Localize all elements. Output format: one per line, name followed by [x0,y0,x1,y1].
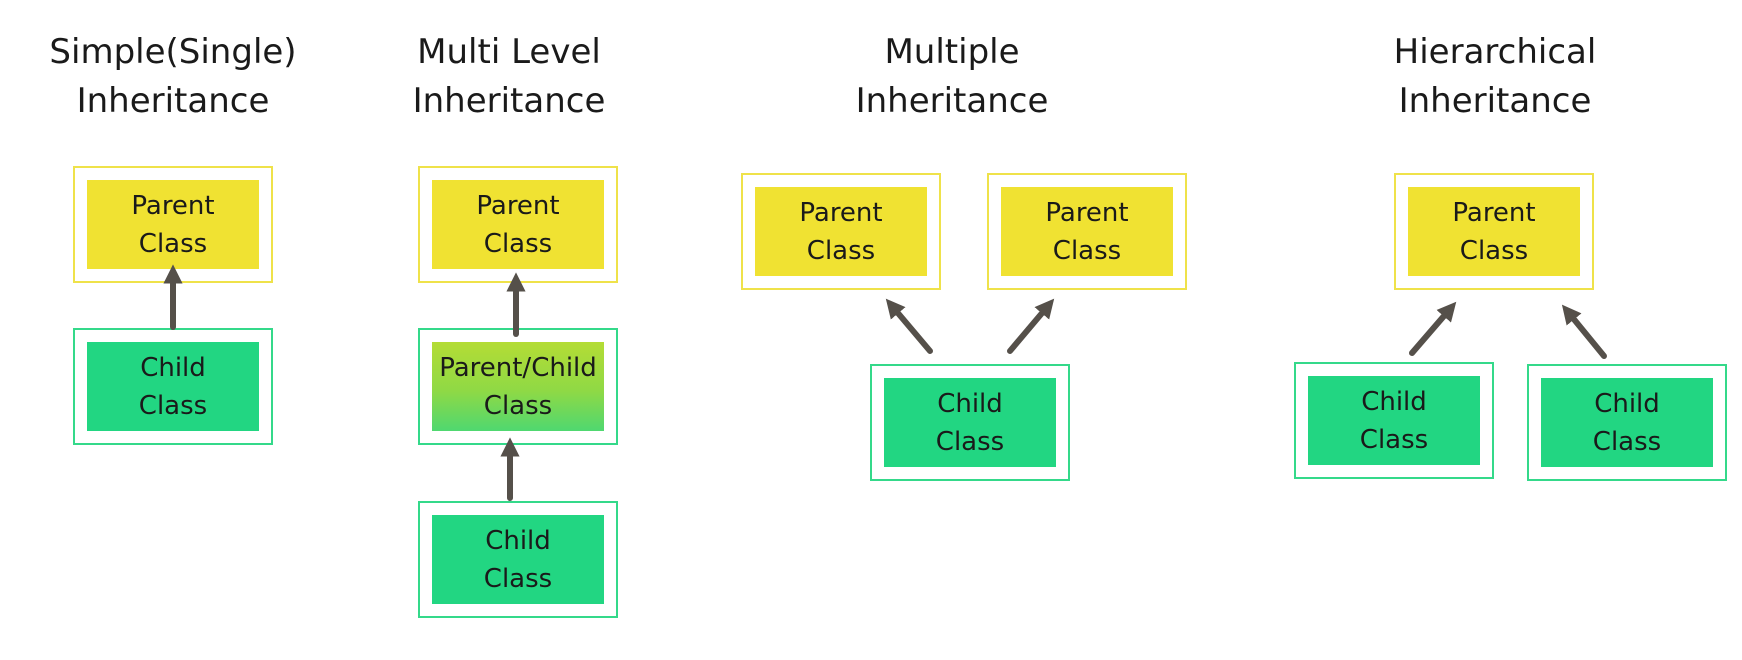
box-label-line: Class [483,563,553,594]
title-line: Hierarchical [1393,32,1597,72]
single-child-class-box: Child Class [73,328,273,445]
box-label-line: Class [806,235,876,266]
single-parent-class-fill: Parent Class [87,180,259,269]
hierarchical-inheritance-title: Hierarchical Inheritance [1354,28,1636,126]
box-label-line: Child [1361,386,1427,417]
multilevel-parent-child-class-fill: Parent/Child Class [432,342,604,431]
hierarchical-child-class-box-left: Child Class [1294,362,1494,479]
box-label-line: Class [138,390,208,421]
box-label-line: Child [140,352,206,383]
multilevel-child-class-box: Child Class [418,501,618,618]
box-label-line: Class [483,390,553,421]
multiple-child-class-fill: Child Class [884,378,1056,467]
multilevel-parent-child-class-box: Parent/Child Class [418,328,618,445]
box-label-line: Class [1359,424,1429,455]
box-label-line: Class [935,426,1005,457]
title-line: Multi Level [417,32,601,72]
box-label-line: Parent [131,190,215,221]
multilevel-inheritance-title: Multi Level Inheritance [368,28,650,126]
single-inheritance-title: Simple(Single) Inheritance [32,28,314,126]
title-line: Inheritance [76,81,270,121]
hierarchical-right-arrow [1561,304,1607,359]
box-label-line: Parent [1452,197,1536,228]
hierarchical-child-class-box-right: Child Class [1527,364,1727,481]
box-label-line: Parent/Child [439,352,597,383]
title-line: Simple(Single) [49,32,297,72]
single-child-class-fill: Child Class [87,342,259,431]
box-label-line: Parent [476,190,560,221]
multiple-parent-class-box-left: Parent Class [741,173,941,290]
box-label-line: Class [138,228,208,259]
box-label-line: Child [937,388,1003,419]
multilevel-child-class-fill: Child Class [432,515,604,604]
box-label-line: Class [483,228,553,259]
box-label-line: Child [1594,388,1660,419]
hierarchical-parent-class-box: Parent Class [1394,173,1594,290]
single-parent-class-box: Parent Class [73,166,273,283]
multiple-child-class-box: Child Class [870,364,1070,481]
title-line: Inheritance [855,81,1049,121]
multiple-parent-class-fill-right: Parent Class [1001,187,1173,276]
multiple-parent-class-box-right: Parent Class [987,173,1187,290]
hierarchical-left-arrow [1409,301,1457,356]
multilevel-parent-class-fill: Parent Class [432,180,604,269]
hierarchical-parent-class-fill: Parent Class [1408,187,1580,276]
hierarchical-child-class-fill-right: Child Class [1541,378,1713,467]
hierarchical-child-class-fill-left: Child Class [1308,376,1480,465]
box-label-line: Class [1459,235,1529,266]
title-line: Multiple [884,32,1020,72]
multiple-left-arrow [885,298,933,354]
multiple-right-arrow [1007,298,1055,354]
multiple-inheritance-title: Multiple Inheritance [811,28,1093,126]
multiple-parent-class-fill-left: Parent Class [755,187,927,276]
box-label-line: Class [1592,426,1662,457]
box-label-line: Class [1052,235,1122,266]
title-line: Inheritance [412,81,606,121]
title-line: Inheritance [1398,81,1592,121]
box-label-line: Parent [799,197,883,228]
multilevel-parent-class-box: Parent Class [418,166,618,283]
box-label-line: Child [485,525,551,556]
box-label-line: Parent [1045,197,1129,228]
